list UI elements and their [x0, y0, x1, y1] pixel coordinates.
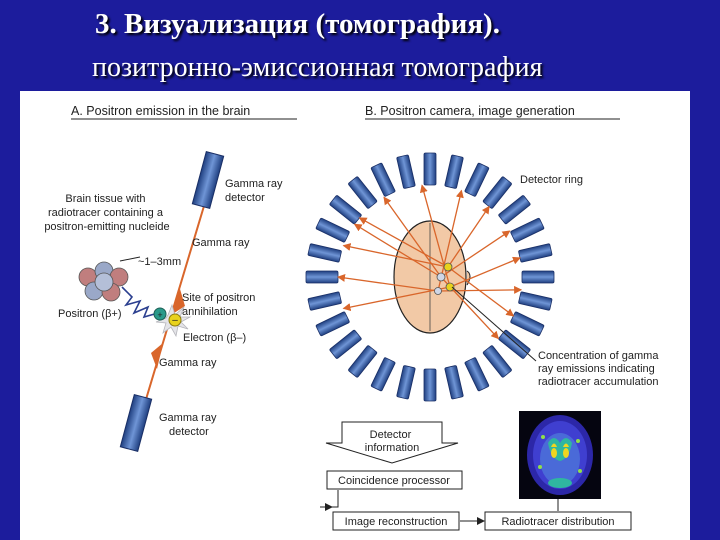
label-gamma-ray-bottom: Gamma ray: [159, 357, 217, 369]
label-detector-info: Detector information: [365, 429, 419, 454]
ring-detector-block: [444, 154, 464, 189]
gamma-ray: [447, 205, 490, 268]
ring-detector-block: [396, 154, 416, 189]
label-range: ~1–3mm: [138, 256, 181, 268]
panel-b-heading: B. Positron camera, image generation: [365, 104, 575, 118]
gamma-ray: [447, 266, 515, 317]
gamma-detector-bottom: [119, 393, 153, 453]
ring-detector-block: [518, 291, 553, 311]
label-detector-ring: Detector ring: [520, 174, 583, 186]
ring-detector-block: [498, 329, 531, 359]
label-coincidence: Coincidence processor: [338, 475, 450, 487]
gamma-detector-top: [191, 150, 225, 210]
flow-line-a: [331, 490, 339, 508]
nucleus-cluster: [78, 261, 129, 302]
slide-title: 3. Визуализация (томография).: [95, 8, 500, 40]
ring-detector-block: [464, 162, 490, 197]
ring-detector-block: [370, 357, 396, 392]
ring-detector-block: [329, 195, 362, 225]
ring-detector-block: [444, 365, 464, 400]
electron-minus-icon: –: [172, 315, 178, 326]
image-reconstruction-box: [332, 511, 460, 531]
flow-arrow-reconstruction-icon: [325, 503, 333, 511]
ring-detector-block: [348, 176, 378, 209]
ring-detector-block: [329, 329, 362, 359]
ring-detector-block: [396, 365, 416, 400]
detector-ring: [305, 152, 555, 402]
gamma-ray: [353, 223, 442, 278]
ring-detector-block: [482, 345, 512, 378]
ring-detector-block: [521, 270, 555, 284]
ring-detector-block: [307, 243, 342, 263]
gamma-ray-line: [137, 185, 211, 427]
head: [393, 220, 471, 334]
pet-scan-image: [519, 411, 601, 499]
range-line: [119, 256, 141, 262]
diagram-panel: A. Positron emission in the brain Gamma …: [20, 91, 690, 540]
flow-arrow-distribution-icon: [477, 517, 485, 525]
gamma-ray: [342, 243, 449, 268]
label-detector-top: Gamma ray detector: [225, 178, 286, 204]
positron-path: [121, 286, 159, 319]
label-distribution: Radiotracer distribution: [501, 516, 614, 528]
label-reconstruction: Image reconstruction: [345, 516, 448, 528]
ring-detector-block: [315, 311, 350, 337]
ring-detector-block: [348, 345, 378, 378]
panel-a-heading: A. Positron emission in the brain: [71, 104, 250, 118]
accumulation-spots: [434, 262, 455, 295]
detector-info-arrow-icon: [325, 421, 459, 464]
ring-detector-block: [482, 176, 512, 209]
gamma-ray: [337, 274, 439, 292]
ring-detector-block: [423, 368, 437, 402]
positron-particle: [153, 307, 167, 321]
ring-detector-block: [370, 162, 396, 197]
ring-detector-block: [464, 357, 490, 392]
label-detector-bottom: Gamma ray detector: [159, 412, 220, 438]
label-brain-tissue: Brain tissue with radiotracer containing…: [44, 193, 169, 233]
pet-diagram: A. Positron emission in the brain Gamma …: [44, 104, 662, 531]
ring-detector-block: [510, 217, 545, 243]
ring-detector-block: [307, 291, 342, 311]
gamma-ray: [358, 217, 449, 268]
label-positron: Positron (β+): [58, 308, 122, 320]
ring-detector-block: [498, 195, 531, 225]
ring-detector-block: [305, 270, 339, 284]
gamma-ray-arrow-down-icon: [151, 343, 163, 369]
ring-detector-block: [510, 311, 545, 337]
ring-detector-block: [518, 243, 553, 263]
label-annihilation: Site of positron annihilation: [182, 292, 258, 318]
slide-subtitle: позитронно-эмиссионная томография: [92, 52, 543, 83]
radiotracer-distribution-box: [484, 511, 632, 531]
coincidence-processor-box: [326, 470, 463, 490]
gamma-ray: [449, 256, 521, 288]
label-electron: Electron (β–): [183, 332, 246, 344]
gamma-ray-arrow-up-icon: [171, 289, 185, 315]
label-gamma-ray-top: Gamma ray: [192, 237, 250, 249]
electron-particle: [168, 313, 182, 327]
positron-plus-icon: +: [157, 310, 162, 320]
concentration-pointer: [451, 286, 537, 362]
ring-detector-block: [315, 217, 350, 243]
label-concentration: Concentration of gamma ray emissions ind…: [538, 350, 662, 388]
ring-detector-block: [423, 152, 437, 186]
gamma-ray: [440, 230, 511, 278]
